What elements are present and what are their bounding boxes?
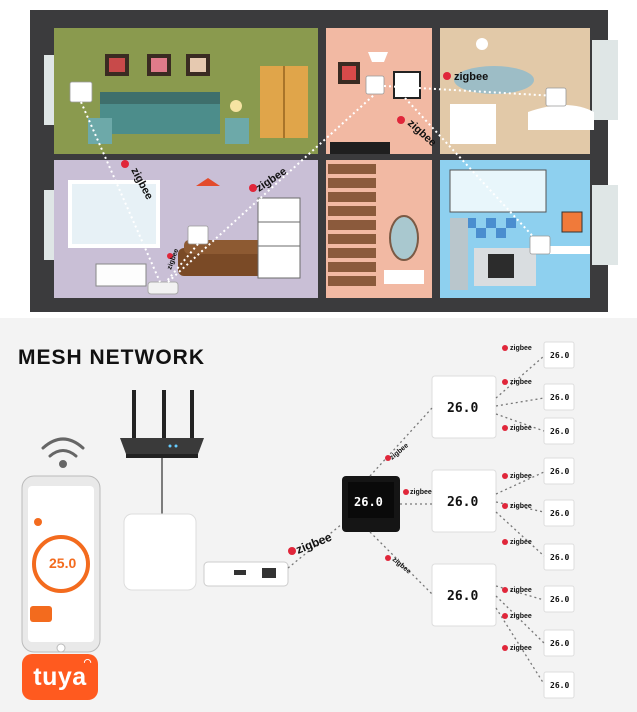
- svg-text:26.0: 26.0: [550, 595, 569, 604]
- zigbee-links: [80, 85, 557, 283]
- house-illustration: zigbee zigbee zigbee zigbee zigbee: [0, 0, 637, 318]
- thermostat-icon: [431, 375, 497, 627]
- svg-text:26.0: 26.0: [550, 393, 569, 402]
- svg-text:26.0: 26.0: [550, 427, 569, 436]
- svg-text:zigbee: zigbee: [389, 442, 410, 461]
- sofa: [178, 248, 278, 276]
- svg-text:26.0: 26.0: [550, 351, 569, 360]
- svg-text:26.0: 26.0: [447, 401, 478, 416]
- svg-text:zigbee: zigbee: [510, 587, 532, 594]
- svg-text:26.0: 26.0: [447, 495, 478, 510]
- svg-text:zigbee: zigbee: [294, 530, 334, 557]
- svg-text:zigbee: zigbee: [410, 489, 432, 496]
- section-title: MESH NETWORK: [18, 346, 205, 369]
- tuya-logo-icon: tuya ◠: [22, 654, 98, 700]
- svg-text:26.0: 26.0: [354, 495, 383, 509]
- svg-text:zigbee: zigbee: [510, 645, 532, 652]
- tuya-logo-text: tuya: [33, 662, 87, 691]
- svg-text:zigbee: zigbee: [454, 71, 488, 83]
- svg-text:zigbee: zigbee: [510, 613, 532, 620]
- thermostat-icon: [69, 75, 567, 255]
- svg-text:C: C: [85, 555, 90, 561]
- svg-text:zigbee: zigbee: [510, 345, 532, 352]
- gateway-hub-icon: [147, 281, 179, 295]
- mesh-network-diagram: MESH NETWORK: [0, 318, 637, 712]
- svg-text:26.0: 26.0: [550, 509, 569, 518]
- svg-text:zigbee: zigbee: [510, 425, 532, 432]
- wifi-icon: [41, 437, 85, 468]
- router-icon: [120, 390, 204, 458]
- bridge-icon: [203, 561, 289, 587]
- phone-temp-value: 25.0: [49, 555, 76, 571]
- thermostat-icon: [342, 476, 400, 532]
- svg-text:26.0: 26.0: [550, 681, 569, 690]
- smartphone-icon: [21, 475, 101, 653]
- svg-text:26.0: 26.0: [447, 589, 478, 604]
- svg-text:26.0: 26.0: [550, 467, 569, 476]
- svg-text:zigbee: zigbee: [510, 473, 532, 480]
- svg-text:26.0: 26.0: [550, 639, 569, 648]
- thermostat-icon: [543, 341, 575, 699]
- svg-text:26.0: 26.0: [550, 553, 569, 562]
- svg-text:zigbee: zigbee: [391, 556, 412, 575]
- wifi-icon: ◠: [83, 657, 92, 667]
- network-graphic: 25.0 C 26.0 26.0 26.0 26.0: [21, 341, 575, 699]
- svg-text:zigbee: zigbee: [510, 539, 532, 546]
- gateway-hub-icon: [123, 513, 197, 591]
- zigbee-links: [287, 355, 545, 685]
- svg-text:zigbee: zigbee: [510, 503, 532, 510]
- svg-text:zigbee: zigbee: [510, 379, 532, 386]
